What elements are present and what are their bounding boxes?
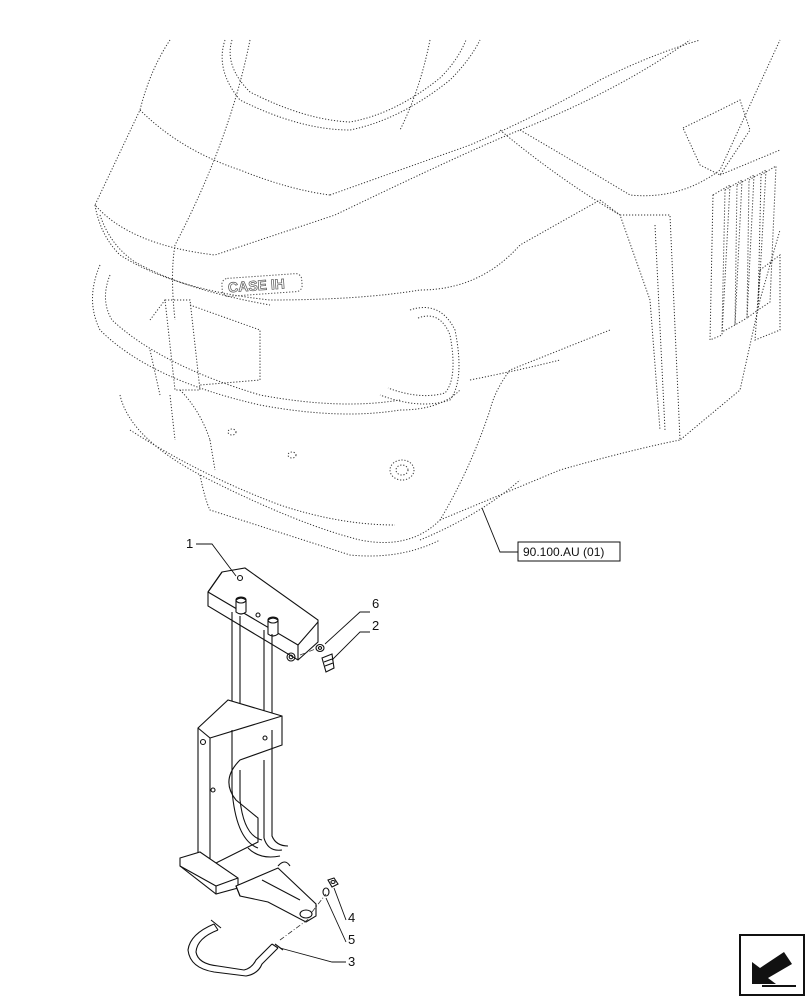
washer-part bbox=[315, 643, 325, 653]
washer-part-5 bbox=[322, 887, 330, 897]
back-arrow-icon[interactable] bbox=[739, 934, 805, 996]
callout-2: 2 bbox=[372, 618, 379, 633]
callout-5: 5 bbox=[348, 932, 355, 947]
screw-part bbox=[321, 653, 335, 673]
logo-text: CASE IH bbox=[228, 275, 286, 295]
callout-6: 6 bbox=[372, 596, 379, 611]
tractor-hood-outline bbox=[92, 39, 781, 557]
reference-label: 90.100.AU (01) bbox=[523, 545, 604, 559]
callout-4: 4 bbox=[348, 910, 355, 925]
brand-logo: CASE IH bbox=[221, 273, 303, 297]
nut-part bbox=[327, 877, 339, 888]
reference-link[interactable]: 90.100.AU (01) bbox=[517, 541, 621, 562]
callout-3: 3 bbox=[348, 954, 355, 969]
callout-leaders bbox=[196, 507, 518, 963]
bracket-assembly bbox=[179, 567, 339, 977]
callout-1: 1 bbox=[186, 536, 193, 551]
